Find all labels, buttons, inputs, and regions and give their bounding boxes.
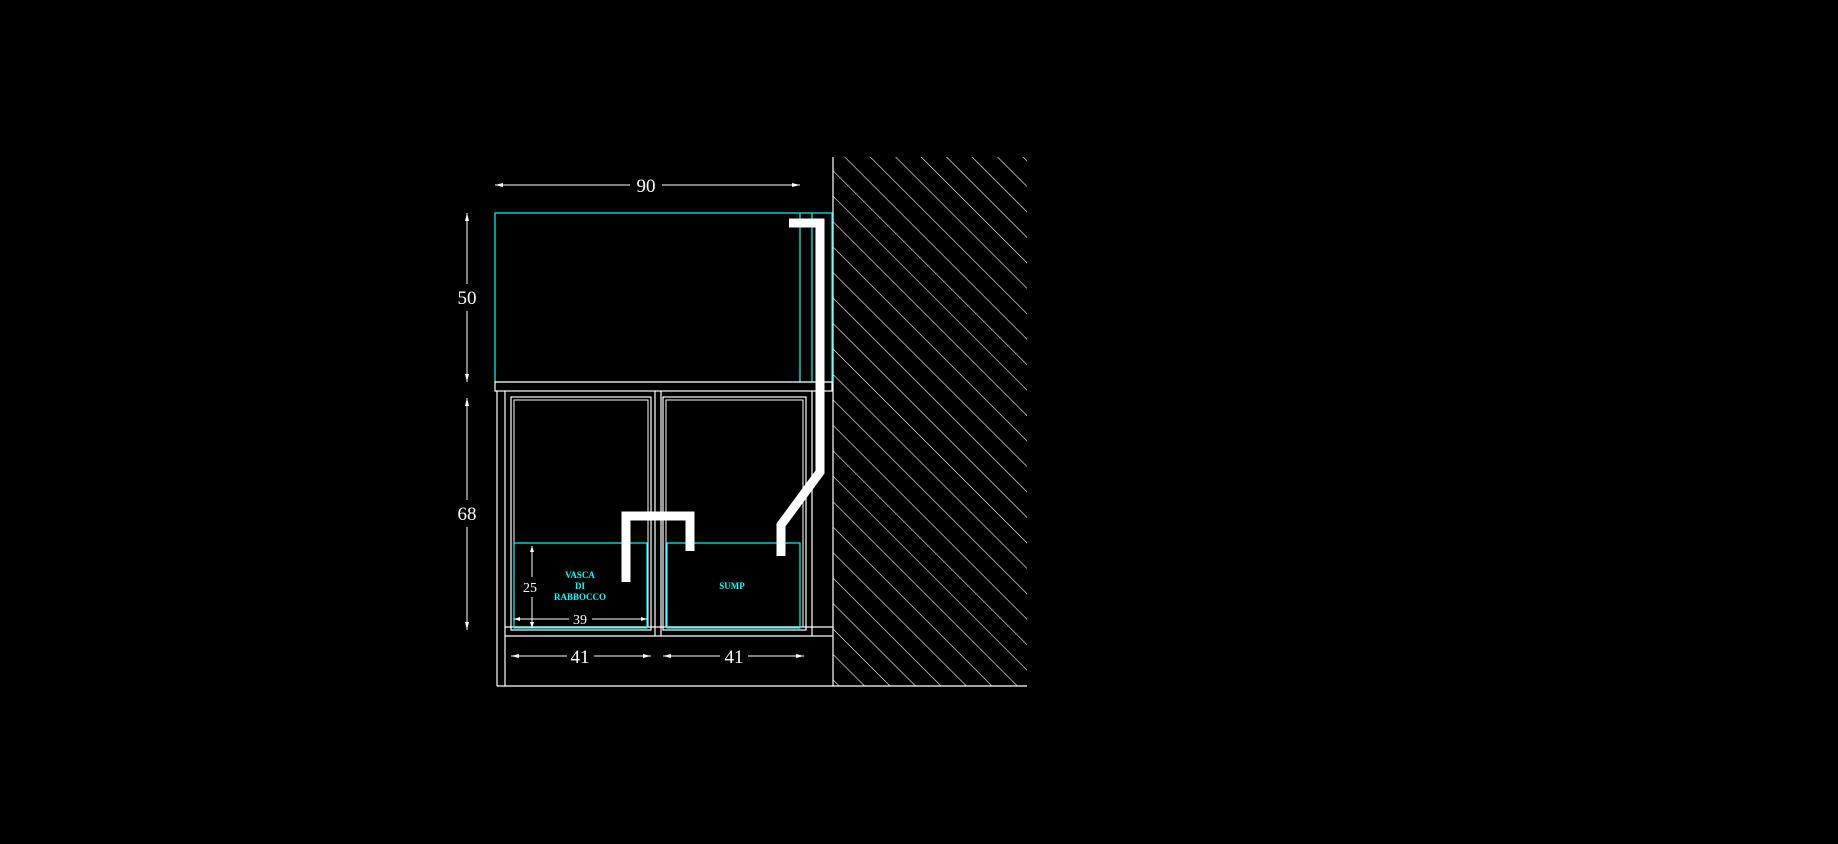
pipes: [621, 218, 825, 582]
dim-height-refill: 25: [523, 546, 537, 628]
wall-hatch: [833, 157, 1027, 686]
arrow-left: [514, 617, 520, 621]
arrow-down: [530, 622, 534, 628]
dim-height-cabinet: 68: [458, 398, 477, 630]
arrow-right: [796, 654, 804, 658]
dim-label-41-right: 41: [725, 647, 744, 668]
arrow-left: [495, 183, 503, 187]
arrow-down: [465, 374, 469, 382]
arrow-left: [663, 654, 671, 658]
dim-width-right-compartment: 41: [663, 647, 804, 668]
arrow-down: [465, 622, 469, 630]
arrow-right: [641, 617, 647, 621]
dim-width-total: 90: [495, 176, 800, 197]
dim-label-50: 50: [458, 288, 477, 309]
dim-label-25: 25: [523, 581, 537, 596]
arrow-left: [511, 654, 519, 658]
wall: [832, 157, 1027, 687]
cabinet-top-plate: [494, 381, 833, 392]
dim-label-68: 68: [458, 504, 477, 525]
arrow-up: [465, 213, 469, 221]
aquarium-tank: [494, 212, 833, 383]
refill-label-line1: VASCA: [565, 570, 595, 580]
dim-height-tank: 50: [458, 213, 477, 382]
arrow-right: [643, 654, 651, 658]
refill-tank-outline: [513, 542, 648, 629]
dim-label-39: 39: [573, 613, 587, 628]
refill-tank: VASCA DI RABBOCCO: [513, 542, 648, 629]
arrow-up: [465, 398, 469, 406]
dim-width-left-compartment: 41: [511, 647, 651, 668]
sump: SUMP: [666, 542, 801, 629]
dim-label-90: 90: [637, 176, 656, 197]
refill-label-line2: DI: [575, 581, 585, 591]
arrow-right: [792, 183, 800, 187]
dim-width-refill: 39: [514, 613, 647, 628]
overflow-drain-pipe: [776, 218, 825, 556]
sump-outline: [666, 542, 801, 629]
dim-label-41-left: 41: [571, 647, 590, 668]
arrow-up: [530, 546, 534, 552]
sump-label: SUMP: [719, 581, 745, 591]
tank-outline: [494, 212, 833, 383]
transfer-pipe: [621, 511, 695, 582]
refill-label-line3: RABBOCCO: [554, 592, 606, 602]
